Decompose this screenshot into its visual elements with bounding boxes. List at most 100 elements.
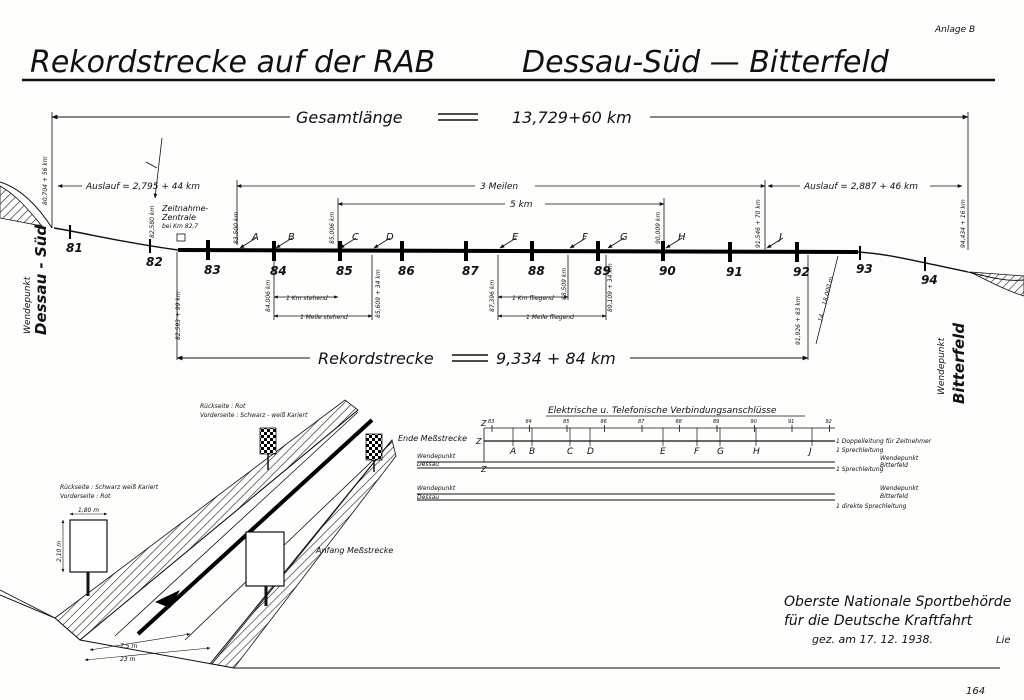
km-label-85: 85 bbox=[336, 264, 353, 278]
wiring-tick-label-87: 87 bbox=[638, 419, 645, 425]
miles-label: 3 Meilen bbox=[480, 182, 518, 192]
lane-dim: 7,5 m bbox=[120, 643, 137, 650]
station-b: B bbox=[288, 232, 295, 243]
wiring-z-mid: Z bbox=[475, 437, 482, 446]
wiring-tick-label-84: 84 bbox=[526, 419, 532, 425]
end-measure-label: Ende Meßstrecke bbox=[398, 434, 467, 443]
wiring-note-2: 1 Sprechleitung bbox=[836, 447, 884, 454]
record-end-km: 91,926 + 83 km bbox=[795, 296, 802, 345]
driving-line bbox=[136, 418, 374, 636]
embankment-left bbox=[0, 185, 44, 227]
wiring-row2-label: Wendepunkt bbox=[417, 485, 456, 492]
station-h: H bbox=[678, 232, 686, 243]
wiring-station-j: J bbox=[807, 447, 812, 457]
autobahn-left-approach bbox=[53, 227, 179, 251]
km-label-90: 90 bbox=[659, 264, 676, 278]
km-label-81: 81 bbox=[66, 241, 83, 255]
authority-line1: Oberste Nationale Sportbehörde bbox=[784, 594, 1011, 610]
station-pointer-f bbox=[569, 237, 587, 249]
station-pointer-j bbox=[766, 237, 784, 249]
start-measure-label: Anfang Meßstrecke bbox=[315, 546, 393, 555]
wiring-station-e: E bbox=[660, 447, 666, 457]
km-label-92: 92 bbox=[793, 265, 810, 279]
station-pointer-b bbox=[275, 237, 293, 249]
station-d: D bbox=[386, 232, 394, 243]
station-e: E bbox=[512, 232, 519, 243]
station-g: G bbox=[620, 232, 628, 243]
wiring-tick-label-89: 89 bbox=[713, 419, 719, 425]
station-pointer-d bbox=[373, 237, 391, 249]
km-label-83: 83 bbox=[204, 263, 221, 277]
wiring-row1-label: Wendepunkt bbox=[417, 453, 456, 460]
station-j: J bbox=[777, 232, 782, 243]
wiring-z-top: Z bbox=[480, 419, 487, 428]
sign-height-dim: 2,10 m bbox=[56, 541, 63, 562]
record-section-label: Rekordstrecke bbox=[318, 349, 434, 368]
wiring-note-5: Wendepunkt bbox=[880, 485, 919, 492]
station-pointer-e bbox=[499, 237, 517, 249]
runout-left: Auslauf = 2,795 + 44 km bbox=[85, 182, 200, 192]
right-turn-label: Wendepunkt bbox=[937, 337, 947, 395]
record-course-line bbox=[177, 248, 859, 254]
wiring-tick-label-92: 92 bbox=[826, 419, 832, 425]
road-dim: 23 m bbox=[120, 656, 136, 663]
station-e-km: 87,396 km bbox=[489, 280, 496, 312]
right-turn-name: Bitterfeld bbox=[950, 323, 968, 404]
km-label-86: 86 bbox=[398, 264, 415, 278]
checkered-sign-left bbox=[259, 427, 277, 455]
station-g-km: 89,109 + 34 km bbox=[607, 263, 614, 312]
wiring-note-1: 1 Doppelleitung für Zeitnehmer bbox=[836, 438, 932, 445]
wiring-station-d: D bbox=[587, 447, 594, 457]
wiring-tick-label-91: 91 bbox=[788, 419, 794, 425]
wiring-station-c: C bbox=[567, 447, 574, 457]
sign-back-label-2: Rückseite : Schwarz weiß Kariert bbox=[60, 484, 159, 491]
timing-centre-line3: bei Km 82,7 bbox=[162, 223, 198, 230]
timing-centre-hut-icon bbox=[176, 233, 186, 242]
wiring-note-3: Wendepunkt bbox=[880, 455, 919, 462]
timing-centre-km: 82,580 km bbox=[149, 206, 156, 238]
km-flying: 1 Km fliegend bbox=[512, 295, 554, 302]
sign-front-right bbox=[245, 531, 285, 587]
wiring-station-a: A bbox=[509, 447, 516, 457]
station-b-km: 84,006 km bbox=[265, 280, 272, 312]
station-pointer-c bbox=[339, 237, 357, 249]
km-standing: 1 Km stehend bbox=[286, 295, 328, 302]
wiring-diagram: Elektrische u. Telefonische Verbindungsa… bbox=[417, 406, 835, 501]
wiring-z-bot: Z bbox=[480, 465, 487, 474]
station-a: A bbox=[251, 232, 259, 243]
wiring-row2-sub: Dessau bbox=[417, 494, 439, 501]
wiring-note-4: 1 Sprechleitung bbox=[836, 466, 884, 473]
wiring-station-g: G bbox=[717, 447, 724, 457]
station-d-km: 85,609 + 34 km bbox=[375, 269, 382, 318]
km-label-91: 91 bbox=[726, 265, 743, 279]
station-f: F bbox=[582, 232, 588, 243]
station-pointer-a bbox=[239, 237, 257, 249]
km-label-84: 84 bbox=[270, 264, 287, 278]
wiring-note-3b: Bitterfeld bbox=[880, 462, 908, 469]
wiring-note-6: 1 direkte Sprechleitung bbox=[836, 503, 907, 510]
perspective-road-sketch: 1,80 m 2,10 m 7,5 m 23 m bbox=[0, 399, 1000, 669]
km-label-87: 87 bbox=[462, 264, 479, 278]
wiring-tick-label-90: 90 bbox=[751, 419, 757, 425]
wiring-station-h: H bbox=[753, 447, 760, 457]
far-distance: 14 ... 18,000 m bbox=[817, 276, 835, 322]
timing-centre-pointer bbox=[153, 137, 163, 199]
station-c: C bbox=[352, 232, 359, 243]
wiring-note-5b: Bitterfeld bbox=[880, 493, 908, 500]
sign-back-label: Rückseite : Rot bbox=[200, 403, 246, 410]
station-c-km: 85,006 km bbox=[329, 212, 336, 244]
left-turn-label: Wendepunkt bbox=[23, 276, 33, 334]
wiring-tick-label-83: 83 bbox=[488, 419, 494, 425]
authority-line2: für die Deutsche Kraftfahrt bbox=[784, 613, 973, 629]
km-label-88: 88 bbox=[528, 264, 545, 278]
mile-standing: 1 Meile stehend bbox=[300, 314, 348, 321]
sign-width-dim: 1,80 m bbox=[78, 507, 99, 514]
station-f-km: 88,509 km bbox=[561, 268, 568, 300]
total-length-value: 13,729+60 km bbox=[512, 108, 632, 127]
timing-centre-line1: Zeitnahme- bbox=[161, 204, 209, 213]
right-end-km: 94,434 + 16 km bbox=[960, 199, 967, 248]
